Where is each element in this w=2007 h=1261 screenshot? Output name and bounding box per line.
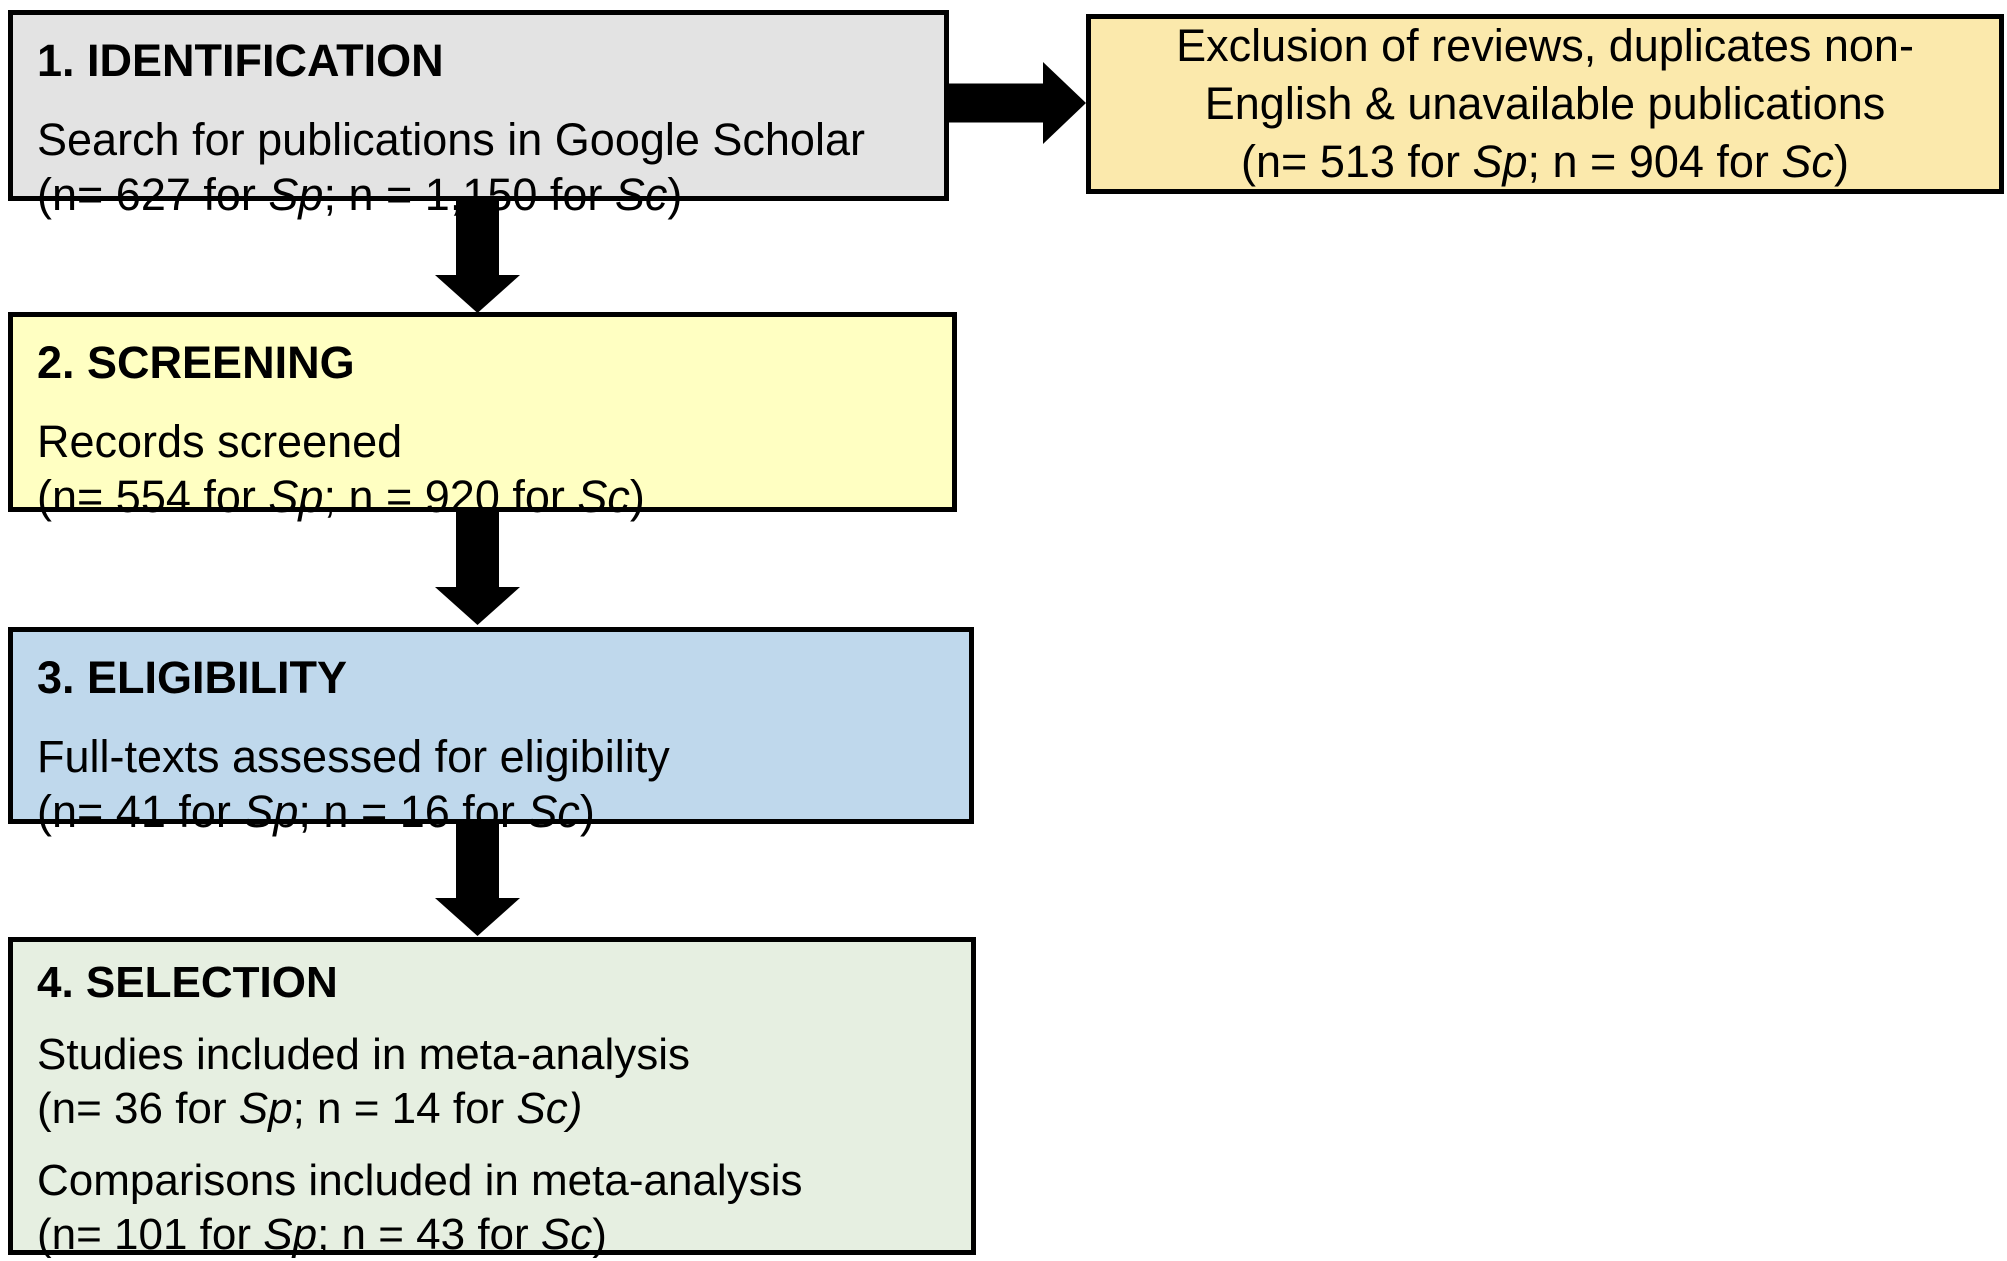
stats-text: (n= 36 for: [37, 1084, 239, 1133]
species-abbreviation: Sp: [268, 169, 324, 220]
stats-text: (n= 627 for: [37, 169, 269, 220]
selection-studies-line: Studies included in meta-analysis: [37, 1030, 691, 1079]
screening-line: Records screened: [37, 416, 403, 467]
selection-comparisons-stats-line: (n= 101 for Sp; n = 43 for Sc): [37, 1208, 947, 1261]
right-arrow-icon: [946, 62, 1086, 144]
selection-box: 4. SELECTION Studies included in meta-an…: [8, 937, 976, 1259]
down-arrow-icon: [435, 822, 520, 936]
stats-text: (n= 513 for: [1241, 136, 1473, 187]
exclusion-line-1: Exclusion of reviews, duplicates non-: [1176, 20, 1914, 71]
exclusion-stats-line: (n= 513 for Sp; n = 904 for Sc): [1109, 133, 1981, 191]
identification-line: Search for publications in Google Schola…: [37, 114, 865, 165]
stats-text: ): [629, 471, 645, 522]
identification-box: 1. IDENTIFICATION Search for publication…: [8, 10, 949, 220]
screening-stats-line: (n= 554 for Sp; n = 920 for Sc): [37, 469, 928, 524]
species-abbreviation: Sp: [268, 471, 324, 522]
screening-heading: 2. SCREENING: [37, 337, 355, 388]
eligibility-line: Full-texts assessed for eligibility: [37, 731, 670, 782]
stats-text: ): [579, 786, 595, 837]
species-abbreviation: Sc: [527, 786, 580, 837]
stats-text: (n= 101 for: [37, 1210, 264, 1259]
selection-comparisons-line: Comparisons included in meta-analysis: [37, 1156, 803, 1205]
screening-box: 2. SCREENING Records screened (n= 554 fo…: [8, 312, 957, 522]
exclusion-line-2: English & unavailable publications: [1204, 78, 1886, 129]
species-abbreviation: Sp: [243, 786, 299, 837]
stats-text: ): [1833, 136, 1849, 187]
stats-text: ; n = 43 for: [317, 1210, 541, 1259]
down-arrow-icon: [435, 199, 520, 313]
eligibility-heading: 3. ELIGIBILITY: [37, 652, 348, 703]
stats-text: ; n = 14 for: [292, 1084, 517, 1133]
stats-text: (n= 554 for: [37, 471, 269, 522]
species-abbreviation: Sc: [577, 471, 630, 522]
exclusion-box: Exclusion of reviews, duplicates non- En…: [1086, 14, 2004, 194]
stats-text: ; n = 904 for: [1527, 136, 1782, 187]
eligibility-stats-line: (n= 41 for Sp; n = 16 for Sc): [37, 784, 945, 839]
identification-stats-line: (n= 627 for Sp; n = 1,150 for Sc): [37, 167, 920, 222]
stats-text: ): [667, 169, 683, 220]
stats-text: ; n = 920 for: [323, 471, 578, 522]
species-abbreviation: Sc: [1781, 136, 1834, 187]
species-abbreviation: Sp: [1472, 136, 1528, 187]
stats-text: (n= 41 for: [37, 786, 244, 837]
stats-text: ): [592, 1210, 607, 1259]
species-abbreviation: Sp: [263, 1210, 318, 1259]
species-abbreviation: Sc: [540, 1210, 593, 1259]
selection-heading: 4. SELECTION: [37, 958, 338, 1007]
down-arrow-icon: [435, 511, 520, 625]
identification-heading: 1. IDENTIFICATION: [37, 35, 444, 86]
species-abbreviation: Sc: [614, 169, 668, 220]
selection-studies-stats-line: (n= 36 for Sp; n = 14 for Sc): [37, 1082, 947, 1136]
species-abbreviation: Sc): [516, 1084, 583, 1133]
eligibility-box: 3. ELIGIBILITY Full-texts assessed for e…: [8, 627, 974, 837]
species-abbreviation: Sp: [238, 1084, 293, 1133]
